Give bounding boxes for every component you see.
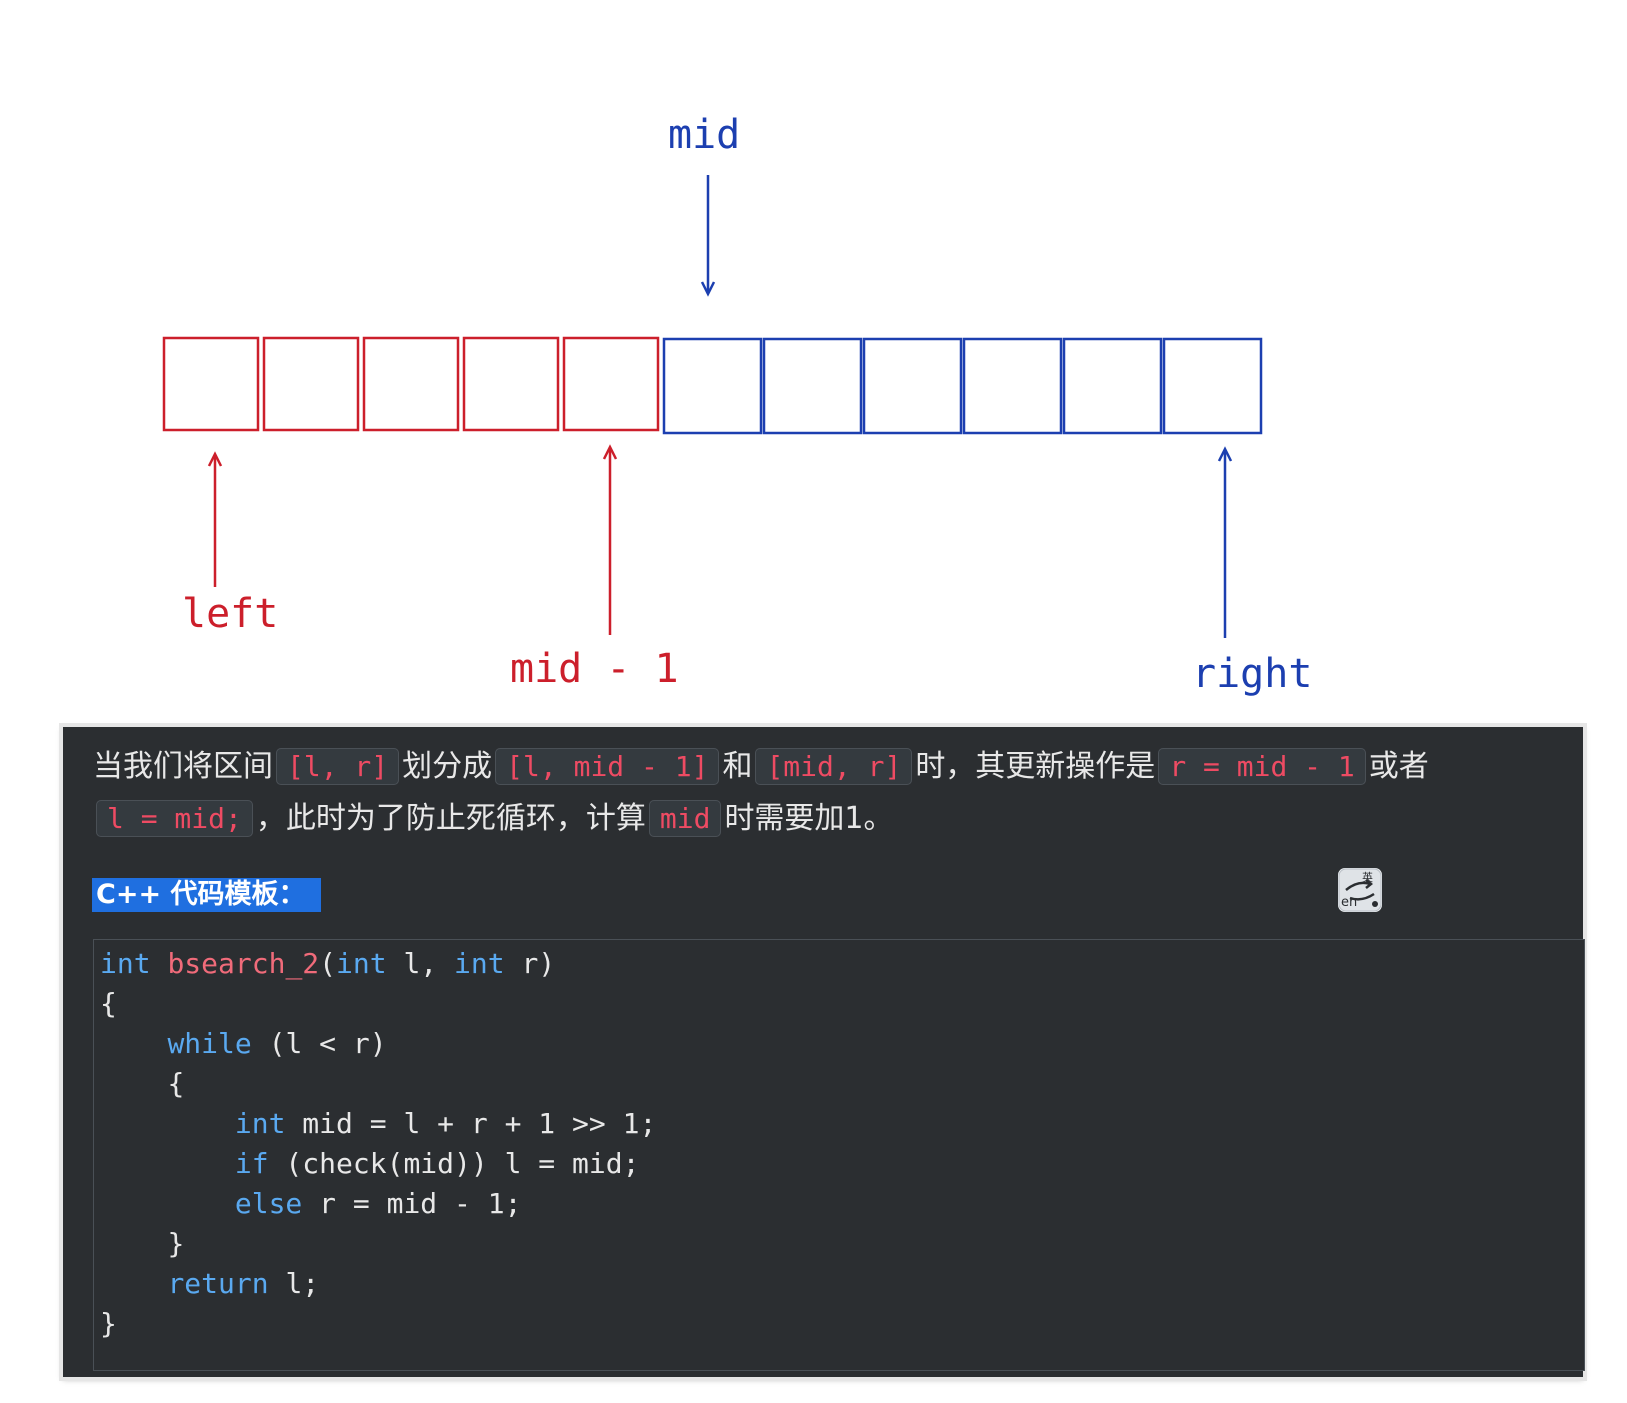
- code-line: }: [167, 1227, 185, 1260]
- mid-label: mid: [668, 112, 740, 158]
- right-part-cell: [1162, 337, 1263, 435]
- para-text: 划分成: [402, 749, 493, 784]
- inline-code: [l, mid - 1]: [495, 748, 720, 785]
- right-part-cell: [962, 337, 1063, 435]
- code-line: int bsearch_2(int l, int r): [100, 947, 556, 980]
- right-part-cell: [762, 337, 863, 435]
- code-line: while (l < r): [167, 1027, 387, 1060]
- code-line: }: [100, 1307, 117, 1340]
- left-part-cell: [162, 336, 260, 432]
- code-block: int bsearch_2(int l, int r) { while (l <…: [93, 939, 1585, 1371]
- binary-search-diagram: mid left mid - 1 right: [162, 112, 1312, 697]
- mid-minus-one-label: mid - 1: [510, 646, 679, 692]
- right-label: right: [1192, 651, 1312, 697]
- mid-minus-one-arrow: [602, 444, 618, 635]
- right-part-cell: [862, 337, 963, 435]
- left-label: left: [182, 591, 278, 637]
- translate-en-icon: 英 en: [1338, 868, 1382, 912]
- code-line: if (check(mid)) l = mid;: [234, 1147, 640, 1180]
- left-part-cell: [562, 336, 660, 432]
- para-text: 和: [722, 749, 753, 784]
- mid-arrow: [700, 175, 716, 297]
- para-text: 时需要加1。: [724, 801, 894, 836]
- left-arrow: [207, 451, 223, 587]
- para-text: 或者: [1368, 749, 1429, 784]
- translate-button[interactable]: 英 en: [1338, 868, 1382, 912]
- code-line: int mid = l + r + 1 >> 1;: [234, 1107, 657, 1140]
- code-line: {: [100, 987, 117, 1020]
- right-part-cell: [1062, 337, 1163, 435]
- explanation-paragraph: 当我们将区间[l, r]划分成[l, mid - 1]和[mid, r]时，其更…: [93, 741, 1553, 845]
- inline-code: l = mid;: [96, 800, 253, 837]
- svg-text:en: en: [1341, 895, 1357, 910]
- para-text: ，此时为了防止死循环，计算: [255, 801, 646, 836]
- para-text: 时，其更新操作是: [915, 749, 1156, 784]
- inline-code: [l, r]: [276, 748, 400, 785]
- right-arrow: [1217, 446, 1233, 638]
- code-line: else r = mid - 1;: [234, 1187, 522, 1220]
- array-cells: [162, 336, 1263, 435]
- inline-code: mid: [648, 800, 722, 837]
- right-part-cell: [662, 337, 763, 435]
- inline-code: [mid, r]: [755, 748, 913, 785]
- left-part-cell: [462, 336, 560, 432]
- explanation-panel: 当我们将区间[l, r]划分成[l, mid - 1]和[mid, r]时，其更…: [63, 727, 1585, 1377]
- code-line: {: [167, 1067, 185, 1100]
- para-text: 当我们将区间: [93, 749, 273, 784]
- inline-code: r = mid - 1: [1158, 748, 1366, 785]
- svg-text:英: 英: [1362, 870, 1373, 884]
- left-part-cell: [362, 336, 460, 432]
- left-part-cell: [262, 336, 360, 432]
- section-title: C++ 代码模板：: [92, 878, 322, 912]
- code-line: return l;: [167, 1267, 320, 1300]
